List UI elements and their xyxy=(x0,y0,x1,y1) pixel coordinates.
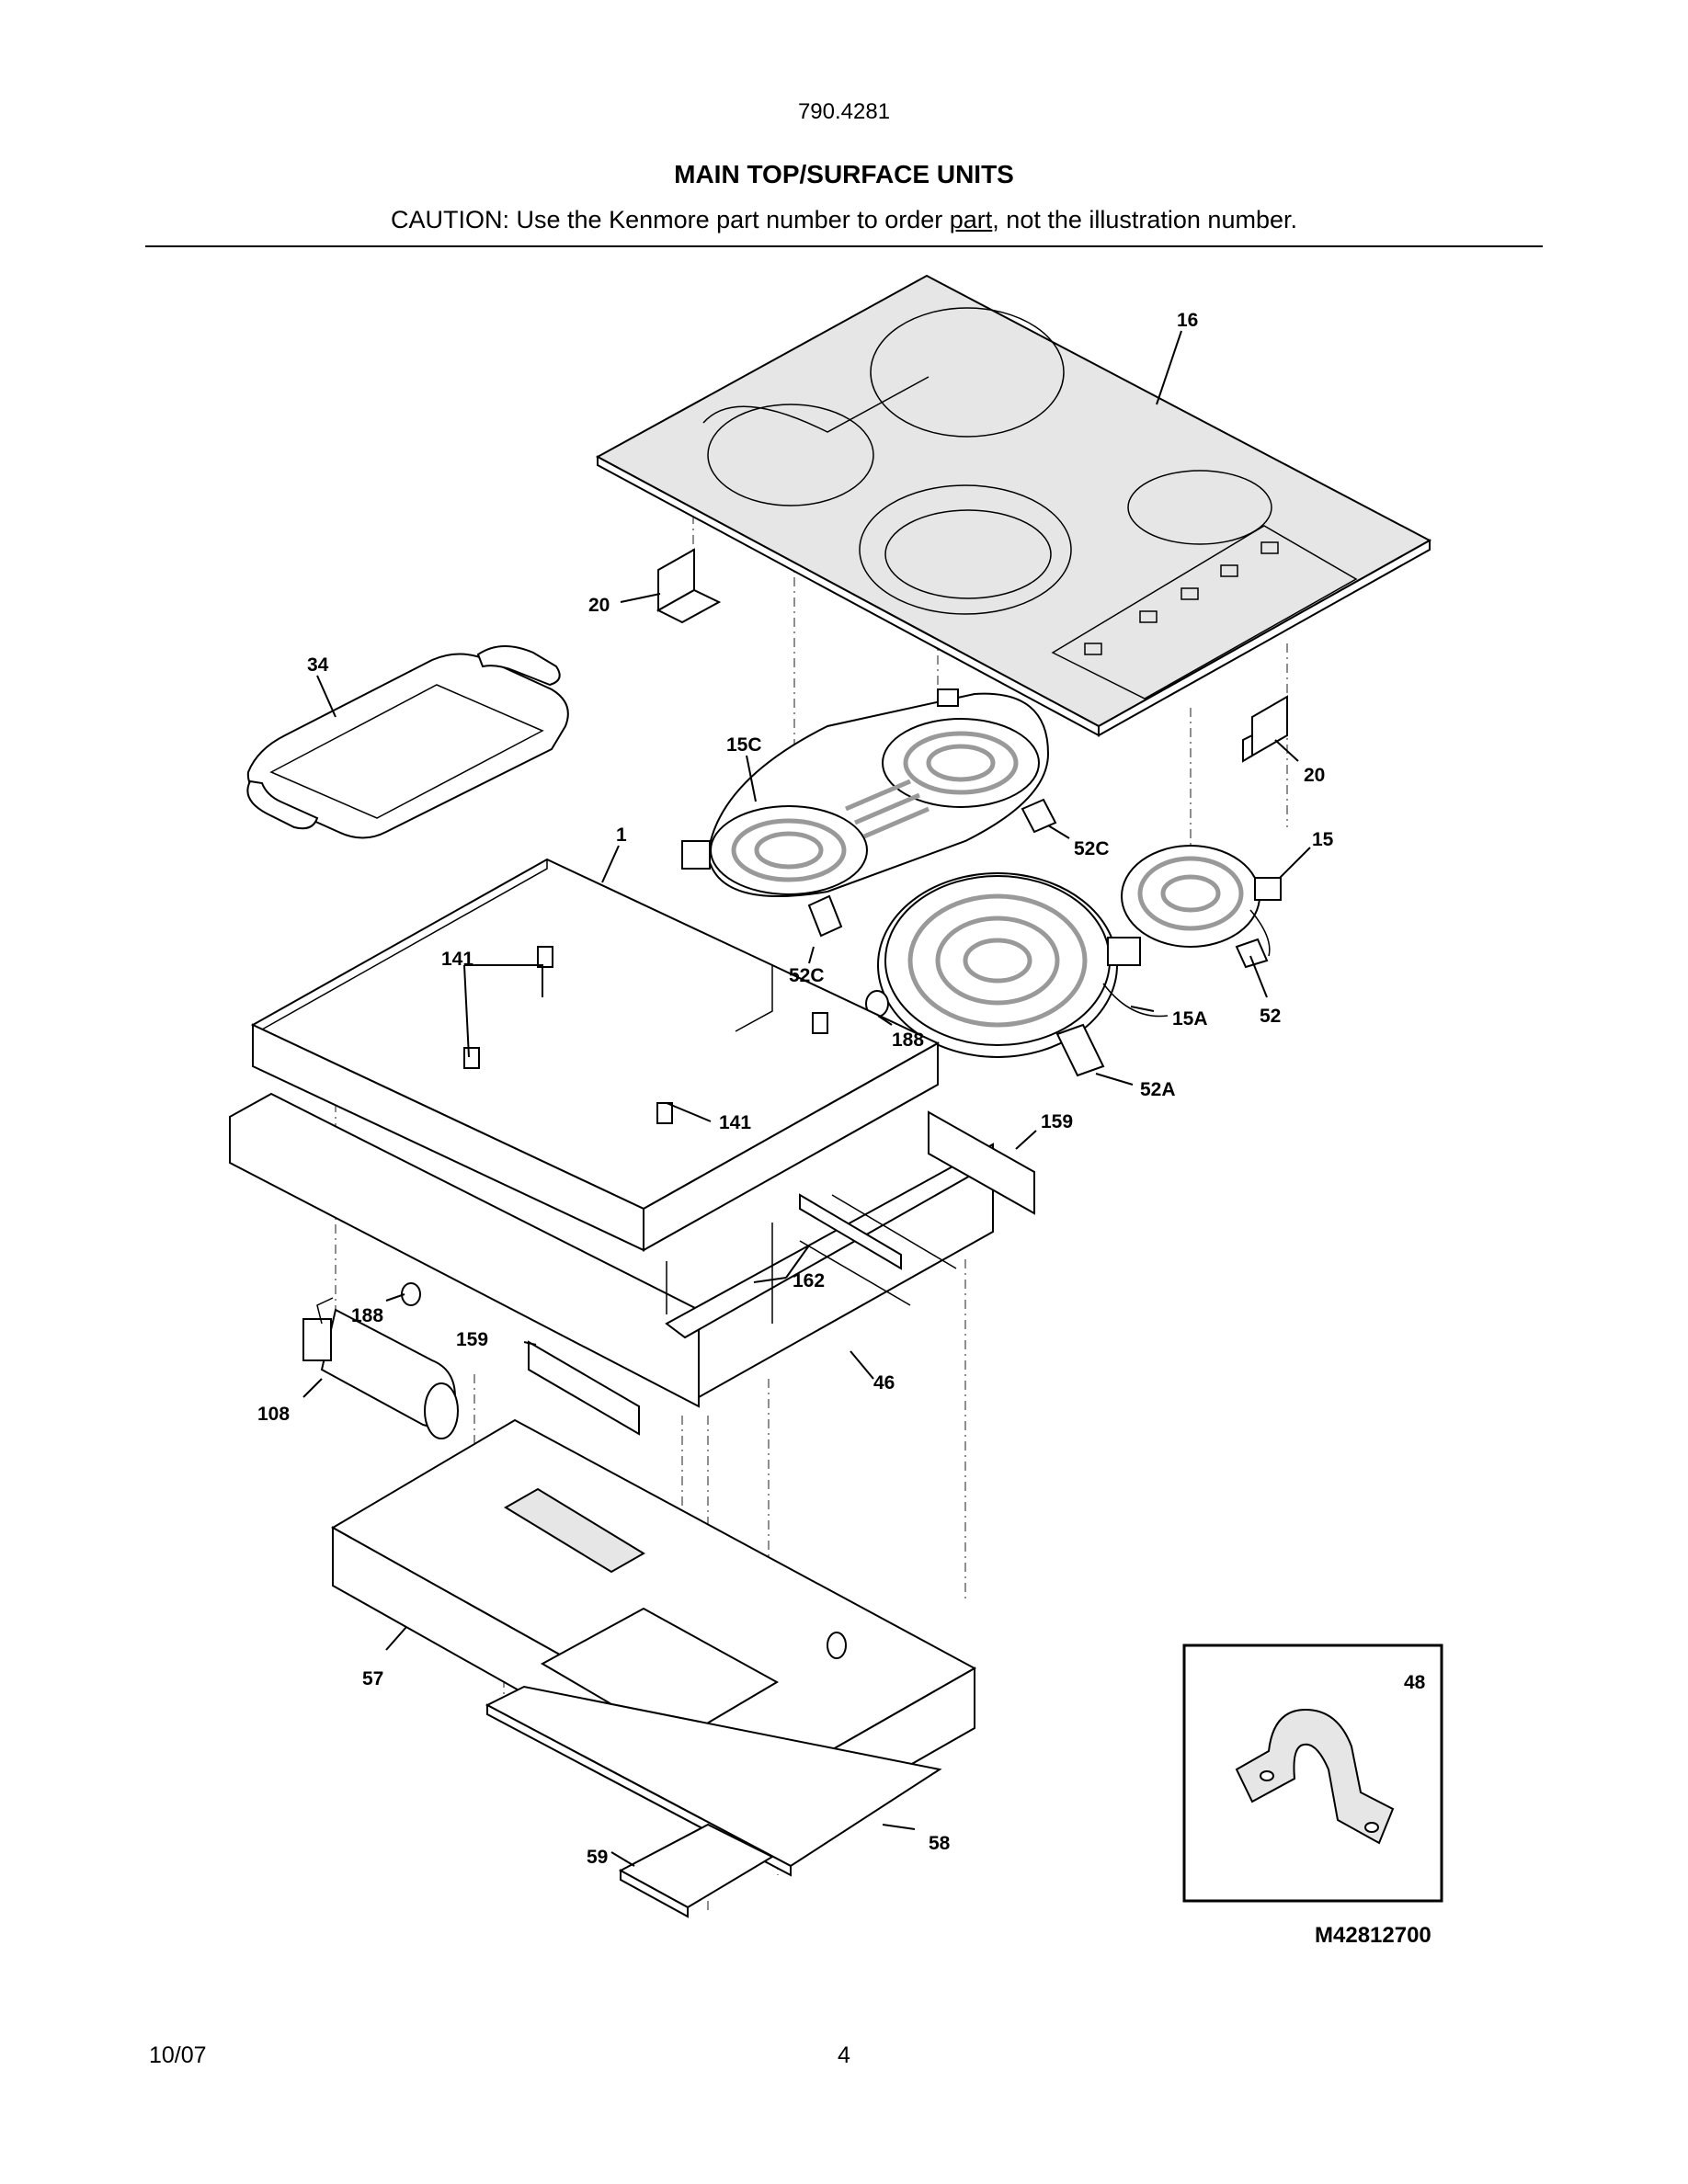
callout-52: 52 xyxy=(1260,1006,1281,1027)
callout-59: 59 xyxy=(587,1847,608,1868)
fan-motor-108 xyxy=(302,1297,459,1439)
callout-15c: 15C xyxy=(726,734,762,756)
caution-part-word: part xyxy=(949,206,993,233)
cooktop-glass-16 xyxy=(595,274,1432,737)
callout-159: 159 xyxy=(1041,1111,1073,1132)
frame-tray-1 xyxy=(250,858,941,1252)
callout-16: 16 xyxy=(1177,310,1198,331)
callout-52c: 52C xyxy=(1074,838,1110,859)
small-element-15 xyxy=(1121,845,1282,957)
callout-20: 20 xyxy=(1304,765,1325,786)
header-rule xyxy=(145,245,1543,247)
large-element-15a xyxy=(877,872,1169,1058)
callout-162: 162 xyxy=(793,1270,825,1291)
clip-52a xyxy=(1055,1023,1105,1077)
bracket-20-right xyxy=(1242,695,1288,763)
callout-20: 20 xyxy=(588,595,610,616)
bracket-159-left xyxy=(528,1340,640,1436)
model-number: 790.4281 xyxy=(797,99,891,124)
page-number: 4 xyxy=(838,2042,850,2068)
callout-58: 58 xyxy=(929,1833,951,1854)
callout-159: 159 xyxy=(456,1329,488,1350)
callout-52a: 52A xyxy=(1140,1079,1176,1100)
callout-labels: 16 20 20 34 15C 1 52C 15 141 52C 188 15A… xyxy=(257,310,1426,1868)
callout-15: 15 xyxy=(1312,829,1334,850)
leader-lines xyxy=(302,330,1311,1867)
callout-46: 46 xyxy=(873,1372,895,1393)
caution-text-end: , not the illustration number. xyxy=(992,206,1297,233)
callout-141: 141 xyxy=(719,1112,751,1133)
strip-162 xyxy=(799,1193,902,1270)
chassis-46 xyxy=(229,1092,994,1408)
figure-code: M42812700 xyxy=(1315,1923,1431,1948)
page-title: MAIN TOP/SURFACE UNITS xyxy=(674,160,1014,188)
clip-52c-upper xyxy=(1021,798,1057,834)
callout-1: 1 xyxy=(616,825,627,846)
caution-note: CAUTION: Use the Kenmore part number to … xyxy=(0,206,1688,234)
bracket-20-left xyxy=(656,548,722,624)
cover-plate-59 xyxy=(618,1823,775,1918)
callout-34: 34 xyxy=(307,654,329,676)
griddle-34 xyxy=(246,644,569,839)
callout-57: 57 xyxy=(362,1668,383,1689)
callout-15a: 15A xyxy=(1172,1008,1208,1029)
callout-52c: 52C xyxy=(789,965,825,986)
clip-52c-lower xyxy=(807,894,843,938)
callout-108: 108 xyxy=(257,1404,290,1425)
bracket-159-right xyxy=(928,1110,1035,1215)
clip-52 xyxy=(1235,938,1269,969)
callout-188: 188 xyxy=(892,1029,924,1051)
detail-inset-48 xyxy=(1182,1644,1443,1903)
callout-188: 188 xyxy=(351,1305,383,1326)
footer-date: 10/07 xyxy=(149,2042,207,2068)
callout-141: 141 xyxy=(441,949,473,970)
caution-text: CAUTION: Use the Kenmore part number to … xyxy=(391,206,950,233)
callout-48: 48 xyxy=(1404,1672,1426,1693)
bridge-element-15c xyxy=(681,688,1050,897)
